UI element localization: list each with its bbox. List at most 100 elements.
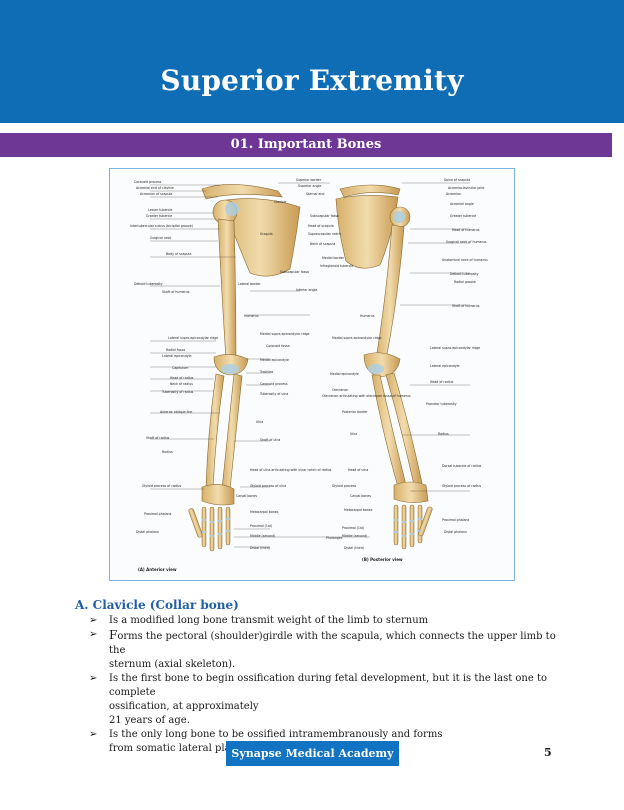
label-humerus: Humerus xyxy=(244,314,259,318)
label-coronoid-fossa: Coronoid fossa xyxy=(266,344,290,348)
label-humerus-2: Humerus xyxy=(360,314,375,318)
label-coracoid-process: Coracoid process xyxy=(134,180,162,184)
arrow-bullet-icon: ➢ xyxy=(89,673,98,684)
header-banner xyxy=(0,0,624,123)
label-proximal-phalanx-2: Proximal phalanx xyxy=(442,518,470,522)
label-shaft-of-ulna: Shaft of ulna xyxy=(260,438,280,442)
label-carpal-bones: Carpal bones xyxy=(236,494,257,498)
bullet-text-continued: 21 years of age. xyxy=(109,715,190,726)
list-item: ➢ Is a modified long bone transmit weigh… xyxy=(89,614,559,628)
label-carpal-bones-2: Carpal bones xyxy=(350,494,371,498)
label-greater-tubercle: Greater tubercle xyxy=(146,214,172,218)
arrow-bullet-icon: ➢ xyxy=(89,729,98,740)
label-proximal-phalanx: Proximal phalanx xyxy=(144,512,172,516)
label-shaft-of-radius: Shaft of radius xyxy=(146,436,170,440)
label-medial-epicondyle-2: Medial epicondyle xyxy=(330,372,359,376)
label-surgical-neck: Surgical neck xyxy=(150,236,172,240)
label-proximal-1st: Proximal (1st) xyxy=(250,524,272,528)
label-trochlea: Trochlea xyxy=(259,370,273,374)
subheading-clavicle: A. Clavicle (Collar bone) xyxy=(75,598,239,612)
label-lateral-supraepicondylar-2: Lateral supra-epicondylar ridge xyxy=(430,346,480,350)
label-tuberosity-of-radius: Tuberosity of radius xyxy=(161,390,194,394)
label-shaft-of-humerus-2: Shaft of humerus xyxy=(452,304,480,308)
label-acromial-angle: Acromial angle xyxy=(450,202,474,206)
label-capitulum: Capitulum xyxy=(172,366,188,370)
label-pronator-tuberosity: Pronator tuberosity xyxy=(426,402,457,406)
label-neck-of-scapula: Neck of scapula xyxy=(310,242,335,246)
label-lesser-tubercle: Lesser tubercle xyxy=(148,208,172,212)
bullet-text: Is a modified long bone transmit weight … xyxy=(109,615,429,626)
anterior-view xyxy=(188,184,301,552)
label-posterior-border: Posterior border xyxy=(342,410,368,414)
academy-footer-badge: Synapse Medical Academy xyxy=(226,741,399,766)
bullet-initial-letter: F xyxy=(109,628,118,642)
bullet-text-continued: sternum (axial skeleton). xyxy=(109,659,236,670)
bullet-list: ➢ Is a modified long bone transmit weigh… xyxy=(89,614,559,756)
label-tuberosity-of-ulna: Tuberosity of ulna xyxy=(259,392,288,396)
list-item: ➢ Is the first bone to begin ossificatio… xyxy=(89,672,559,728)
label-subscapular-fossa: Subscapular fossa xyxy=(310,214,339,218)
label-coronoid-process: Coronoid process xyxy=(260,382,288,386)
label-acromial-end: Acromial end of clavicle xyxy=(136,186,174,190)
section-title: 01. Important Bones xyxy=(230,137,382,152)
label-inferior-angle: Inferior angle xyxy=(296,288,317,292)
label-distal-phalanx-2: Distal phalanx xyxy=(444,530,467,534)
label-anterior-oblique-line: Anterior oblique line xyxy=(160,410,192,414)
label-head-of-radius-2: Head of radius xyxy=(430,380,454,384)
label-radius-2: Radius xyxy=(438,432,449,436)
label-infraglenoid-tubercle: Infraglenoid tubercle xyxy=(320,264,353,268)
label-styloid-process-radius: Styloid process of radius xyxy=(142,484,181,488)
label-medial-epicondyle: Medial epicondyle xyxy=(260,358,289,362)
label-head-of-ulna-2: Head of ulna xyxy=(348,468,368,472)
bullet-text-continued: ossification, at approximately xyxy=(109,701,259,712)
label-superior-border: Superior border xyxy=(296,178,322,182)
label-distal-phalanx: Distal phalanx xyxy=(136,530,159,534)
label-neck-of-radius: Neck of radius xyxy=(170,382,193,386)
label-lateral-border: Lateral border xyxy=(238,282,261,286)
label-radius: Radius xyxy=(162,450,173,454)
label-middle-second-2: Middle (second) xyxy=(342,534,367,538)
label-acromion-2: Acromion xyxy=(446,192,461,196)
label-acromion: Acromion of scapula xyxy=(140,192,172,196)
label-ulna: Ulna xyxy=(256,420,263,424)
label-surgical-neck-humerus: Surgical neck of humerus xyxy=(446,240,487,244)
arrow-bullet-icon: ➢ xyxy=(89,615,98,626)
caption-posterior-view: (B) Posterior view xyxy=(362,557,403,562)
label-distal-third: Distal (third) xyxy=(250,546,270,550)
label-dorsal-tubercle: Dorsal tubercle of radius xyxy=(442,464,482,468)
label-medial-border: Medial border xyxy=(322,256,345,260)
label-scapula: Scapula xyxy=(260,232,273,236)
label-head-of-radius: Head of radius xyxy=(170,376,194,380)
label-spine-of-scapula: Spine of scapula xyxy=(444,178,470,182)
posterior-view xyxy=(335,184,433,550)
label-head-of-scapula: Head of scapula xyxy=(308,224,334,228)
label-sternal-end: Sternal end xyxy=(306,192,324,196)
label-head-of-ulna: Head of ulna articulating with ulnar not… xyxy=(250,468,332,472)
page-title: Superior Extremity xyxy=(160,64,464,97)
label-medial-supraepicondylar: Medial supra-epicondylar ridge xyxy=(260,332,309,336)
label-middle-second: Middle (second) xyxy=(250,534,275,538)
label-olecranon-fossa: Olecranon articulating with olecranon fo… xyxy=(322,394,411,398)
label-styloid-process-ulna: Styloid process of ulna xyxy=(250,484,286,488)
label-suprascapular-notch: Suprascapular notch xyxy=(308,232,341,236)
label-olecranon: Olecranon xyxy=(332,388,348,392)
bullet-text: orms the pectoral (shoulder)girdle with … xyxy=(109,631,556,656)
label-clavicle: Clavicle xyxy=(274,200,286,204)
arrow-bullet-icon: ➢ xyxy=(89,629,98,640)
list-item: ➢ Is the only long bone to be ossified i… xyxy=(89,728,559,756)
label-radial-fossa: Radial fossa xyxy=(166,348,185,352)
label-radial-groove: Radial groove xyxy=(454,280,476,284)
label-styloid-process-2: Styloid process xyxy=(332,484,357,488)
label-proximal-1st-2: Proximal (1st) xyxy=(342,526,364,530)
label-ulna-2: Ulna xyxy=(350,432,357,436)
label-phalanges: Phalanges xyxy=(326,536,343,540)
bullet-text-continued: from somatic lateral plate mesoderm. xyxy=(109,743,300,754)
label-deltoid-tuberosity: Deltoid tuberosity xyxy=(134,282,163,286)
upper-limb-skeleton-illustration: Coracoid process Acromial end of clavicl… xyxy=(130,178,488,572)
bullet-text: Is the first bone to begin ossification … xyxy=(109,673,548,698)
label-body-of-scapula: Body of scapula xyxy=(166,252,191,256)
label-metacarpal-bones: Metacarpal bones xyxy=(250,510,279,514)
anatomy-figure: Coracoid process Acromial end of clavicl… xyxy=(109,168,515,581)
header-divider xyxy=(0,123,624,126)
label-subscapular-fossa-2: Subscapular fossa xyxy=(280,270,309,274)
